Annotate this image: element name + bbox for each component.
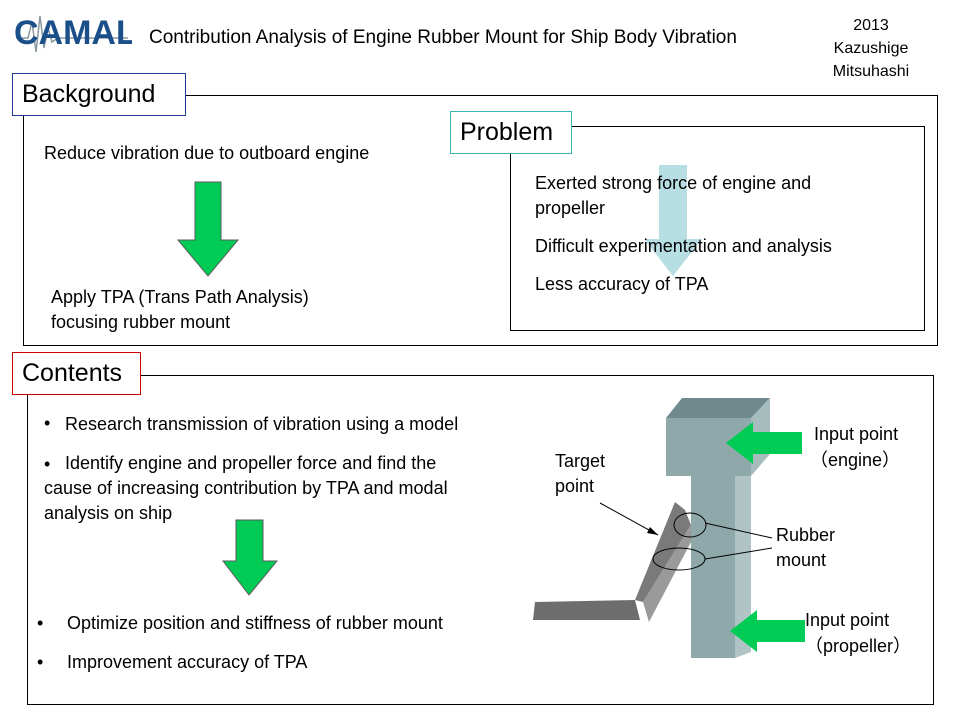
target-leader-line — [599, 502, 659, 536]
background-panel — [23, 95, 938, 346]
background-label: Background — [12, 73, 186, 116]
apply-tpa-line2: focusing rubber mount — [51, 312, 231, 332]
bracket-arm-side — [643, 525, 691, 622]
rubber-leader-upper — [704, 522, 773, 539]
bracket-base — [533, 600, 640, 620]
author-last-name: Mitsuhashi — [832, 63, 910, 80]
problem-item-accuracy: Less accuracy of TPA — [535, 274, 709, 294]
ship-model-diagram — [533, 398, 805, 658]
problem-item-force: Exerted strong force of engine and prope… — [535, 171, 811, 221]
propeller-input-arrow-icon — [730, 610, 805, 652]
target-point-line2: point — [555, 476, 595, 496]
column-side — [735, 468, 751, 658]
head-front — [666, 418, 751, 476]
rubber-leader-lower — [704, 547, 773, 560]
propeller-input-line1: Input point — [805, 610, 890, 630]
bullet-dot: • — [44, 413, 51, 433]
result-accuracy: Improvement accuracy of TPA — [67, 652, 308, 672]
result-optimize: Optimize position and stiffness of rubbe… — [67, 613, 443, 633]
head-top — [666, 398, 770, 418]
column-front — [691, 472, 735, 658]
rubber-mount-line2: mount — [776, 550, 827, 570]
bullet-identify-line2: cause of increasing contribution by TPA … — [44, 478, 448, 498]
bullet-research: Research transmission of vibration using… — [65, 414, 459, 434]
bracket-arm — [635, 502, 691, 602]
contents-label: Contents — [12, 352, 141, 395]
page-title: Contribution Analysis of Engine Rubber M… — [149, 27, 737, 48]
problem-panel — [510, 126, 925, 331]
logo-text: CAMAL — [14, 14, 132, 52]
year: 2013 — [853, 17, 889, 34]
reduce-vibration-text: Reduce vibration due to outboard engine — [44, 143, 370, 163]
apply-tpa-text: Apply TPA (Trans Path Analysis) focusing… — [51, 285, 309, 335]
bullet-dot: • — [44, 454, 51, 474]
bullet-identify-line1: Identify engine and propeller force and … — [65, 453, 437, 473]
target-point-label: Target point — [555, 449, 605, 499]
problem-item-difficult: Difficult experimentation and analysis — [535, 236, 832, 256]
bullet-dot: • — [37, 652, 44, 672]
apply-tpa-line1: Apply TPA (Trans Path Analysis) — [51, 287, 309, 307]
engine-input-arrow-icon — [726, 422, 802, 464]
rubber-mount-label: Rubber mount — [776, 523, 835, 573]
author-block: 2013 Kazushige Mitsuhashi — [822, 14, 920, 83]
bullet-identify-line3: analysis on ship — [44, 503, 173, 523]
camal-logo: CAMAL — [14, 14, 132, 53]
contents-panel — [27, 375, 934, 705]
engine-input-line1: Input point — [814, 424, 899, 444]
down-arrow-icon — [221, 519, 279, 596]
faded-down-arrow-icon — [644, 165, 702, 276]
bullet-dot: • — [37, 613, 44, 633]
problem-item-force-line1: Exerted strong force of engine and — [535, 173, 812, 193]
propeller-input-line2: （propeller） — [805, 636, 912, 656]
engine-input-label: Input point （engine） — [810, 421, 900, 473]
propeller-input-label: Input point （propeller） — [805, 607, 911, 659]
down-arrow-icon — [176, 181, 240, 277]
engine-input-line2: （engine） — [810, 450, 901, 470]
rubber-mount-upper — [673, 512, 707, 538]
target-arrowhead — [647, 527, 658, 535]
target-point-line1: Target — [555, 451, 606, 471]
problem-label: Problem — [450, 111, 572, 154]
problem-item-force-line2: propeller — [535, 198, 606, 218]
rubber-mount-line1: Rubber — [776, 525, 836, 545]
author-first-name: Kazushige — [833, 40, 909, 57]
